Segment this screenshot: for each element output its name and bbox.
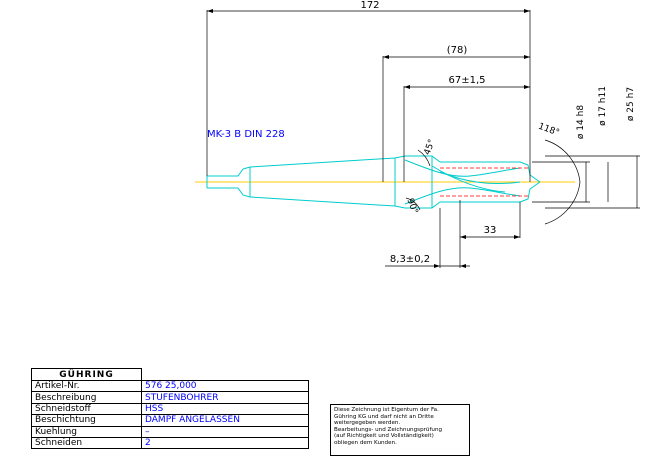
technical-drawing: 172 (78) 67±1,5 33 8,3±0,2 ø 14 h8 ø 17 …	[195, 0, 640, 268]
row-label: Kuehlung	[31, 425, 142, 438]
tool-outline	[206, 155, 541, 209]
row-label: Schneidstoff	[31, 402, 142, 416]
dim-diameter-2: ø 17 h11	[598, 86, 608, 126]
row-value: HSS	[141, 402, 309, 416]
dim-step-length: 67±1,5	[448, 75, 485, 86]
row-label: Schneiden	[31, 436, 142, 450]
dim-angle-point: 118°	[537, 122, 561, 139]
table-row: Schneiden 2	[31, 436, 309, 450]
hidden-lines	[440, 167, 530, 197]
notice-line: Bearbeitungs- und Zeichnungsprüfung	[334, 426, 443, 433]
title-block: GÜHRING Artikel-Nr. 576 25,000 Beschreib…	[31, 368, 309, 450]
notice-line: (auf Richtigkeit und Vollständigkeit)	[334, 433, 434, 440]
table-row: Schneidstoff HSS	[31, 402, 309, 416]
row-value: –	[141, 425, 309, 438]
company-logo: GÜHRING	[31, 368, 142, 381]
dim-short-length: 33	[484, 225, 497, 236]
row-value: STUFENBOHRER	[141, 391, 309, 404]
dim-ref-length: (78)	[447, 45, 468, 56]
notice-line: obliegen dem Kunden.	[334, 439, 397, 446]
dim-diameter-3: ø 25 h7	[626, 87, 636, 121]
row-label: Beschichtung	[31, 414, 142, 427]
ownership-notice: Diese Zeichnung ist Eigentum der Fa. Güh…	[330, 404, 470, 456]
table-row: Beschreibung STUFENBOHRER	[31, 391, 309, 404]
dimension-lines	[206, 10, 640, 268]
dim-angle-chamfer: 45°	[423, 138, 438, 156]
notice-line: Diese Zeichnung ist Eigentum der Fa.	[334, 407, 439, 413]
row-value: 576 25,000	[141, 379, 309, 393]
row-label: Artikel-Nr.	[31, 379, 142, 393]
dim-diameter-1: ø 14 h8	[576, 105, 586, 139]
shank-label: MK-3 B DIN 228	[207, 129, 285, 140]
notice-line: weitergegeben werden.	[334, 420, 401, 427]
row-label: Beschreibung	[31, 391, 142, 404]
row-value: 2	[141, 436, 309, 450]
table-row: Beschichtung DAMPF ANGELASSEN	[31, 414, 309, 427]
notice-line: Gühring KG und darf nicht an Dritte	[334, 413, 434, 420]
arrowheads	[207, 9, 530, 268]
table-row: Kuehlung –	[31, 425, 309, 438]
row-value: DAMPF ANGELASSEN	[141, 414, 309, 427]
dim-overall-length: 172	[360, 0, 379, 11]
dim-angle-step: 90°	[404, 197, 419, 215]
dim-tolerance-length: 8,3±0,2	[390, 254, 430, 265]
table-row: Artikel-Nr. 576 25,000	[31, 379, 309, 393]
